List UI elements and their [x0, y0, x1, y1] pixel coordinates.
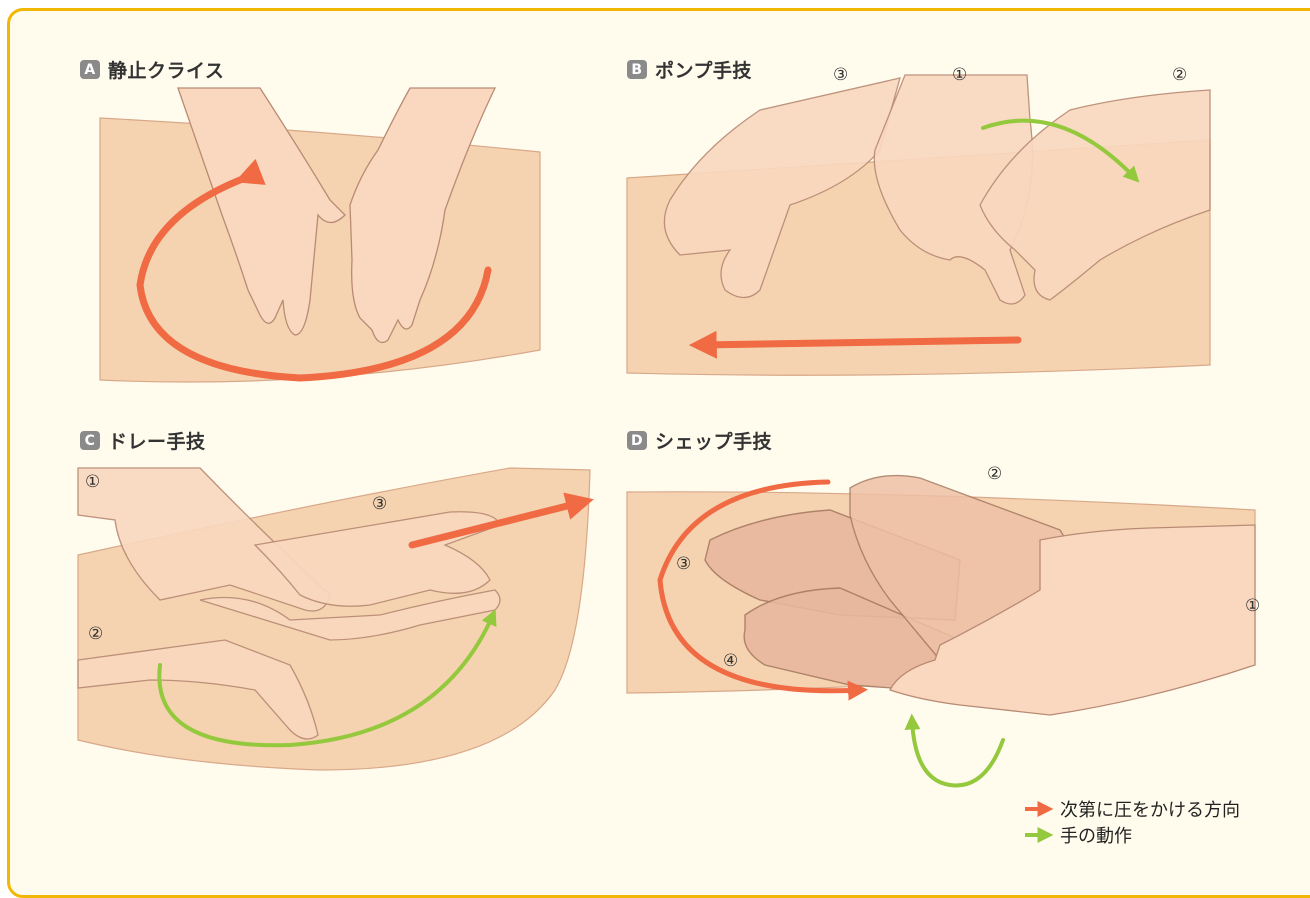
legend-motion-label: 手の動作	[1060, 822, 1132, 848]
panel-d-step-3: ③	[676, 554, 691, 574]
legend-item-motion: 手の動作	[1022, 822, 1240, 848]
panel-d-step-1: ①	[1245, 596, 1260, 616]
panel-d-step-4: ④	[723, 651, 738, 671]
panel-a-art	[100, 88, 540, 382]
panel-c-label: ドレー手技	[108, 427, 206, 454]
panel-d-title: D シェップ手技	[627, 427, 772, 454]
panel-d-label: シェップ手技	[655, 427, 772, 454]
panel-b-art	[627, 75, 1210, 375]
panel-c-step-1: ①	[85, 472, 100, 492]
limb-a	[100, 118, 540, 382]
panel-b-title: B ポンプ手技	[627, 56, 752, 83]
panel-a-label: 静止クライス	[108, 56, 224, 83]
panel-b-step-2: ②	[1172, 65, 1187, 85]
panel-a-badge: A	[80, 60, 100, 79]
panel-b-badge: B	[627, 60, 647, 79]
panel-c-badge: C	[80, 431, 100, 450]
panel-d-badge: D	[627, 431, 647, 450]
legend-item-pressure: 次第に圧をかける方向	[1022, 796, 1240, 822]
panel-b-step-1: ①	[952, 65, 967, 85]
panel-c-step-2: ②	[88, 624, 103, 644]
panel-c-title: C ドレー手技	[80, 427, 206, 454]
panel-a-title: A 静止クライス	[80, 56, 224, 83]
panel-b-step-3: ③	[833, 65, 848, 85]
panel-c-step-3: ③	[372, 494, 387, 514]
panel-d-art	[627, 476, 1255, 786]
panel-b-label: ポンプ手技	[655, 56, 752, 83]
motion-arrow-d	[912, 720, 1003, 785]
panel-d-step-2: ②	[987, 464, 1002, 484]
legend-pressure-label: 次第に圧をかける方向	[1060, 796, 1240, 822]
panel-c-art	[78, 468, 590, 770]
legend: 次第に圧をかける方向 手の動作	[1022, 796, 1240, 848]
pressure-arrow-b	[700, 340, 1018, 345]
